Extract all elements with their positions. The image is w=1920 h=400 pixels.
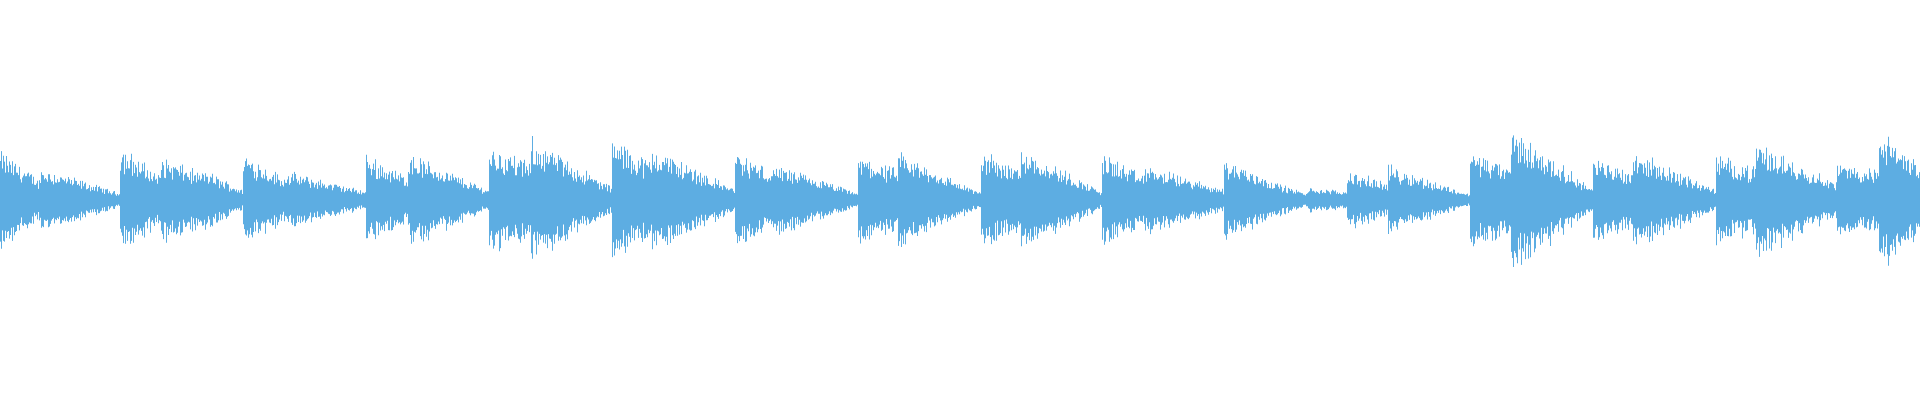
waveform-segment <box>1224 163 1268 240</box>
waveform-segment <box>1102 156 1145 245</box>
waveform-segment <box>243 158 287 238</box>
waveform-segment <box>120 153 162 244</box>
waveform-segment <box>489 151 532 252</box>
waveform-segment <box>1021 152 1103 247</box>
waveform-segment <box>1144 168 1225 235</box>
waveform-segment <box>652 153 736 250</box>
waveform-bars <box>0 135 1920 267</box>
waveform-segment <box>775 168 859 235</box>
waveform-segment <box>1756 147 1838 257</box>
waveform-segment <box>1347 173 1389 229</box>
waveform-segment <box>161 159 204 243</box>
waveform-segment <box>203 173 244 230</box>
waveform-segment <box>1716 156 1757 246</box>
waveform-segment <box>981 154 1022 245</box>
waveform-segment <box>1879 136 1920 266</box>
waveform-segment <box>1470 156 1512 247</box>
waveform-segment <box>1388 164 1471 234</box>
waveform-segment <box>366 154 409 240</box>
waveform-segment <box>858 161 899 244</box>
waveform-segment <box>1511 135 1594 267</box>
waveform-segment <box>286 171 367 227</box>
waveform-segment <box>531 136 613 259</box>
